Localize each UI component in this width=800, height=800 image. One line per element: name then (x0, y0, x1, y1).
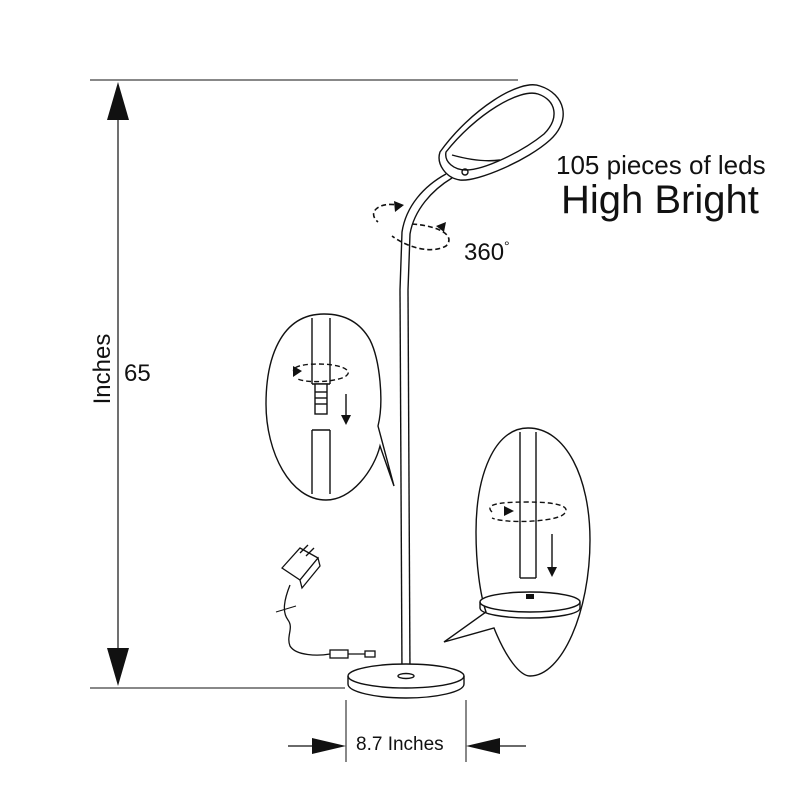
power-adapter (275, 544, 376, 659)
width-dimension (288, 700, 526, 762)
rotation-indicator (372, 201, 450, 251)
rotation-arrow-left-icon (436, 222, 446, 232)
lamp-head (438, 84, 564, 181)
height-arrow-top-icon (107, 82, 129, 120)
rotation-label: 360° (464, 238, 510, 267)
high-bright-text: High Bright (561, 178, 759, 222)
width-arrow-left-icon (312, 738, 346, 754)
lamp-base (347, 663, 465, 699)
height-unit-label: Inches (89, 333, 116, 405)
base-assembly-detail (443, 427, 591, 677)
twist-arrow-icon (293, 366, 302, 377)
pole-assembly-detail (265, 313, 395, 501)
height-arrow-bottom-icon (107, 648, 129, 686)
rotation-value: 360 (464, 239, 505, 266)
led-count-text: 105 pieces of leds (556, 150, 766, 180)
base-twist-arrow-icon (504, 506, 514, 516)
lamp-pole (399, 173, 453, 676)
degree-symbol: ° (504, 238, 510, 254)
height-value: 65 (124, 360, 151, 387)
rotation-arrow-right-icon (394, 201, 404, 212)
base-width-label: 8.7 Inches (356, 734, 444, 755)
height-dimension (90, 79, 518, 689)
power-switch-icon (461, 168, 469, 176)
width-arrow-right-icon (466, 738, 500, 754)
